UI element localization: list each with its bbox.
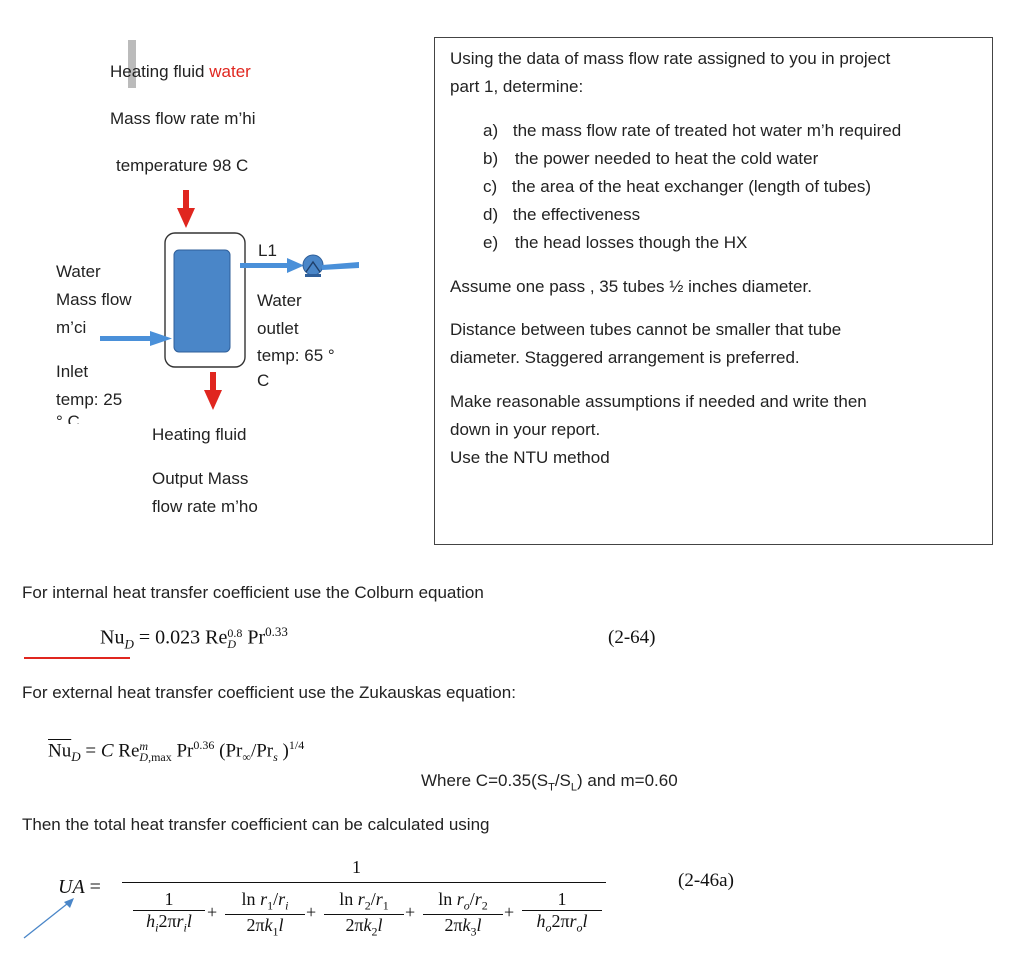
task-box: Using the data of mass flow rate assigne… [434, 37, 993, 545]
task-reasonable-2: down in your report. [450, 420, 601, 439]
out-heating-fluid-label: Heating fluid [152, 425, 247, 444]
task-assume: Assume one pass , 35 tubes ½ inches diam… [450, 277, 812, 296]
heating-fluid-label: Heating fluid water [110, 62, 251, 82]
outlet-temp-label: temp: 65 ° [257, 346, 335, 365]
mass-flow-in-label: Mass flow rate m’hi [110, 109, 256, 128]
ua-equation-number: (2-46a) [678, 870, 734, 891]
left-mci-label: m’ci [56, 318, 87, 337]
ua-term-5: 1 ho2πrol [522, 889, 602, 936]
annotation-arrow [23, 898, 74, 939]
task-intro-2: part 1, determine: [450, 77, 584, 96]
heat-exchanger-schematic [100, 190, 359, 410]
ua-term-1: 1 hi2πril [133, 889, 205, 936]
inlet-arrow-red [177, 190, 195, 228]
task-ntu: Use the NTU method [450, 448, 610, 467]
task-item-b: b) the power needed to heat the cold wat… [483, 149, 818, 169]
where-text-part-3: ) and m=0.60 [577, 771, 678, 790]
task-item-letter: e) [483, 233, 499, 252]
inner-tank [173, 249, 231, 353]
task-item-e: e) the head losses though the HX [483, 233, 747, 253]
pump-icon [302, 254, 324, 277]
task-item-letter: c) [483, 177, 498, 196]
task-item-c: c) the area of the heat exchanger (lengt… [483, 177, 871, 197]
out-mass-label-2: flow rate m’ho [152, 497, 258, 516]
pump-outlet-pipe [322, 262, 359, 270]
heating-fluid-value: water [209, 62, 251, 81]
task-item-d: d) the effectiveness [483, 205, 640, 225]
ua-term-2: ln r1/ri 2πk1l [225, 889, 305, 939]
task-item-text: the head losses though the HX [514, 233, 748, 252]
task-item-letter: a) [483, 121, 499, 140]
task-item-text: the effectiveness [512, 205, 641, 224]
internal-coefficient-text: For internal heat transfer coefficient u… [22, 583, 484, 602]
heating-fluid-prefix: Heating fluid [110, 62, 205, 81]
task-reasonable-1: Make reasonable assumptions if needed an… [450, 392, 867, 411]
cold-water-inlet-arrow [100, 331, 172, 346]
plus-sign: + [207, 902, 218, 922]
colburn-equation-number: (2-64) [608, 627, 656, 648]
plus-sign: + [405, 902, 416, 922]
temperature-in-label: temperature 98 C [116, 156, 249, 175]
task-item-text: the mass flow rate of treated hot water … [512, 121, 902, 140]
left-water-label: Water [56, 262, 101, 281]
left-mass-flow-label: Mass flow [56, 290, 132, 309]
task-item-text: the power needed to heat the cold water [514, 149, 819, 168]
total-coefficient-text: Then the total heat transfer coefficient… [22, 815, 490, 834]
where-sub-l: L [570, 781, 578, 794]
external-coefficient-text: For external heat transfer coefficient u… [22, 683, 516, 702]
gray-marker [128, 40, 136, 88]
left-inlet-label: Inlet [56, 362, 89, 381]
where-text-part-1: Where C=0.35(S [421, 771, 549, 790]
task-distance-1: Distance between tubes cannot be smaller… [450, 320, 842, 339]
task-item-a: a) the mass flow rate of treated hot wat… [483, 121, 901, 141]
ua-term-3: ln r2/r1 2πk2l [324, 889, 404, 939]
plus-sign: + [306, 902, 317, 922]
outlet-water-label: Water [257, 291, 302, 310]
task-item-letter: b) [483, 149, 499, 168]
ua-main-fraction-bar [122, 882, 606, 883]
label-l1: L1 [258, 241, 277, 260]
left-deg-label: ° C [56, 412, 80, 424]
plus-sign: + [504, 902, 515, 922]
ua-numerator: 1 [352, 857, 361, 877]
outlet-outlet-label: outlet [257, 319, 299, 338]
where-sub-t: T [548, 781, 555, 794]
where-constants-text: Where C=0.35(ST/SL) and m=0.60 [421, 771, 678, 793]
left-temp-label: temp: 25 [56, 390, 123, 409]
ua-lhs: UA = [58, 876, 101, 898]
task-intro-1: Using the data of mass flow rate assigne… [450, 49, 891, 68]
outlet-c-label: C [257, 371, 270, 390]
out-mass-label-1: Output Mass [152, 469, 249, 488]
red-underline [24, 657, 130, 659]
task-item-text: the area of the heat exchanger (length o… [511, 177, 872, 196]
ua-term-4: ln ro/r2 2πk3l [423, 889, 503, 939]
where-text-part-2: /S [554, 771, 571, 790]
task-distance-2: diameter. Staggered arrangement is prefe… [450, 348, 800, 367]
outlet-arrow-red [204, 372, 222, 410]
water-outlet-arrow [240, 258, 304, 273]
task-item-letter: d) [483, 205, 499, 224]
